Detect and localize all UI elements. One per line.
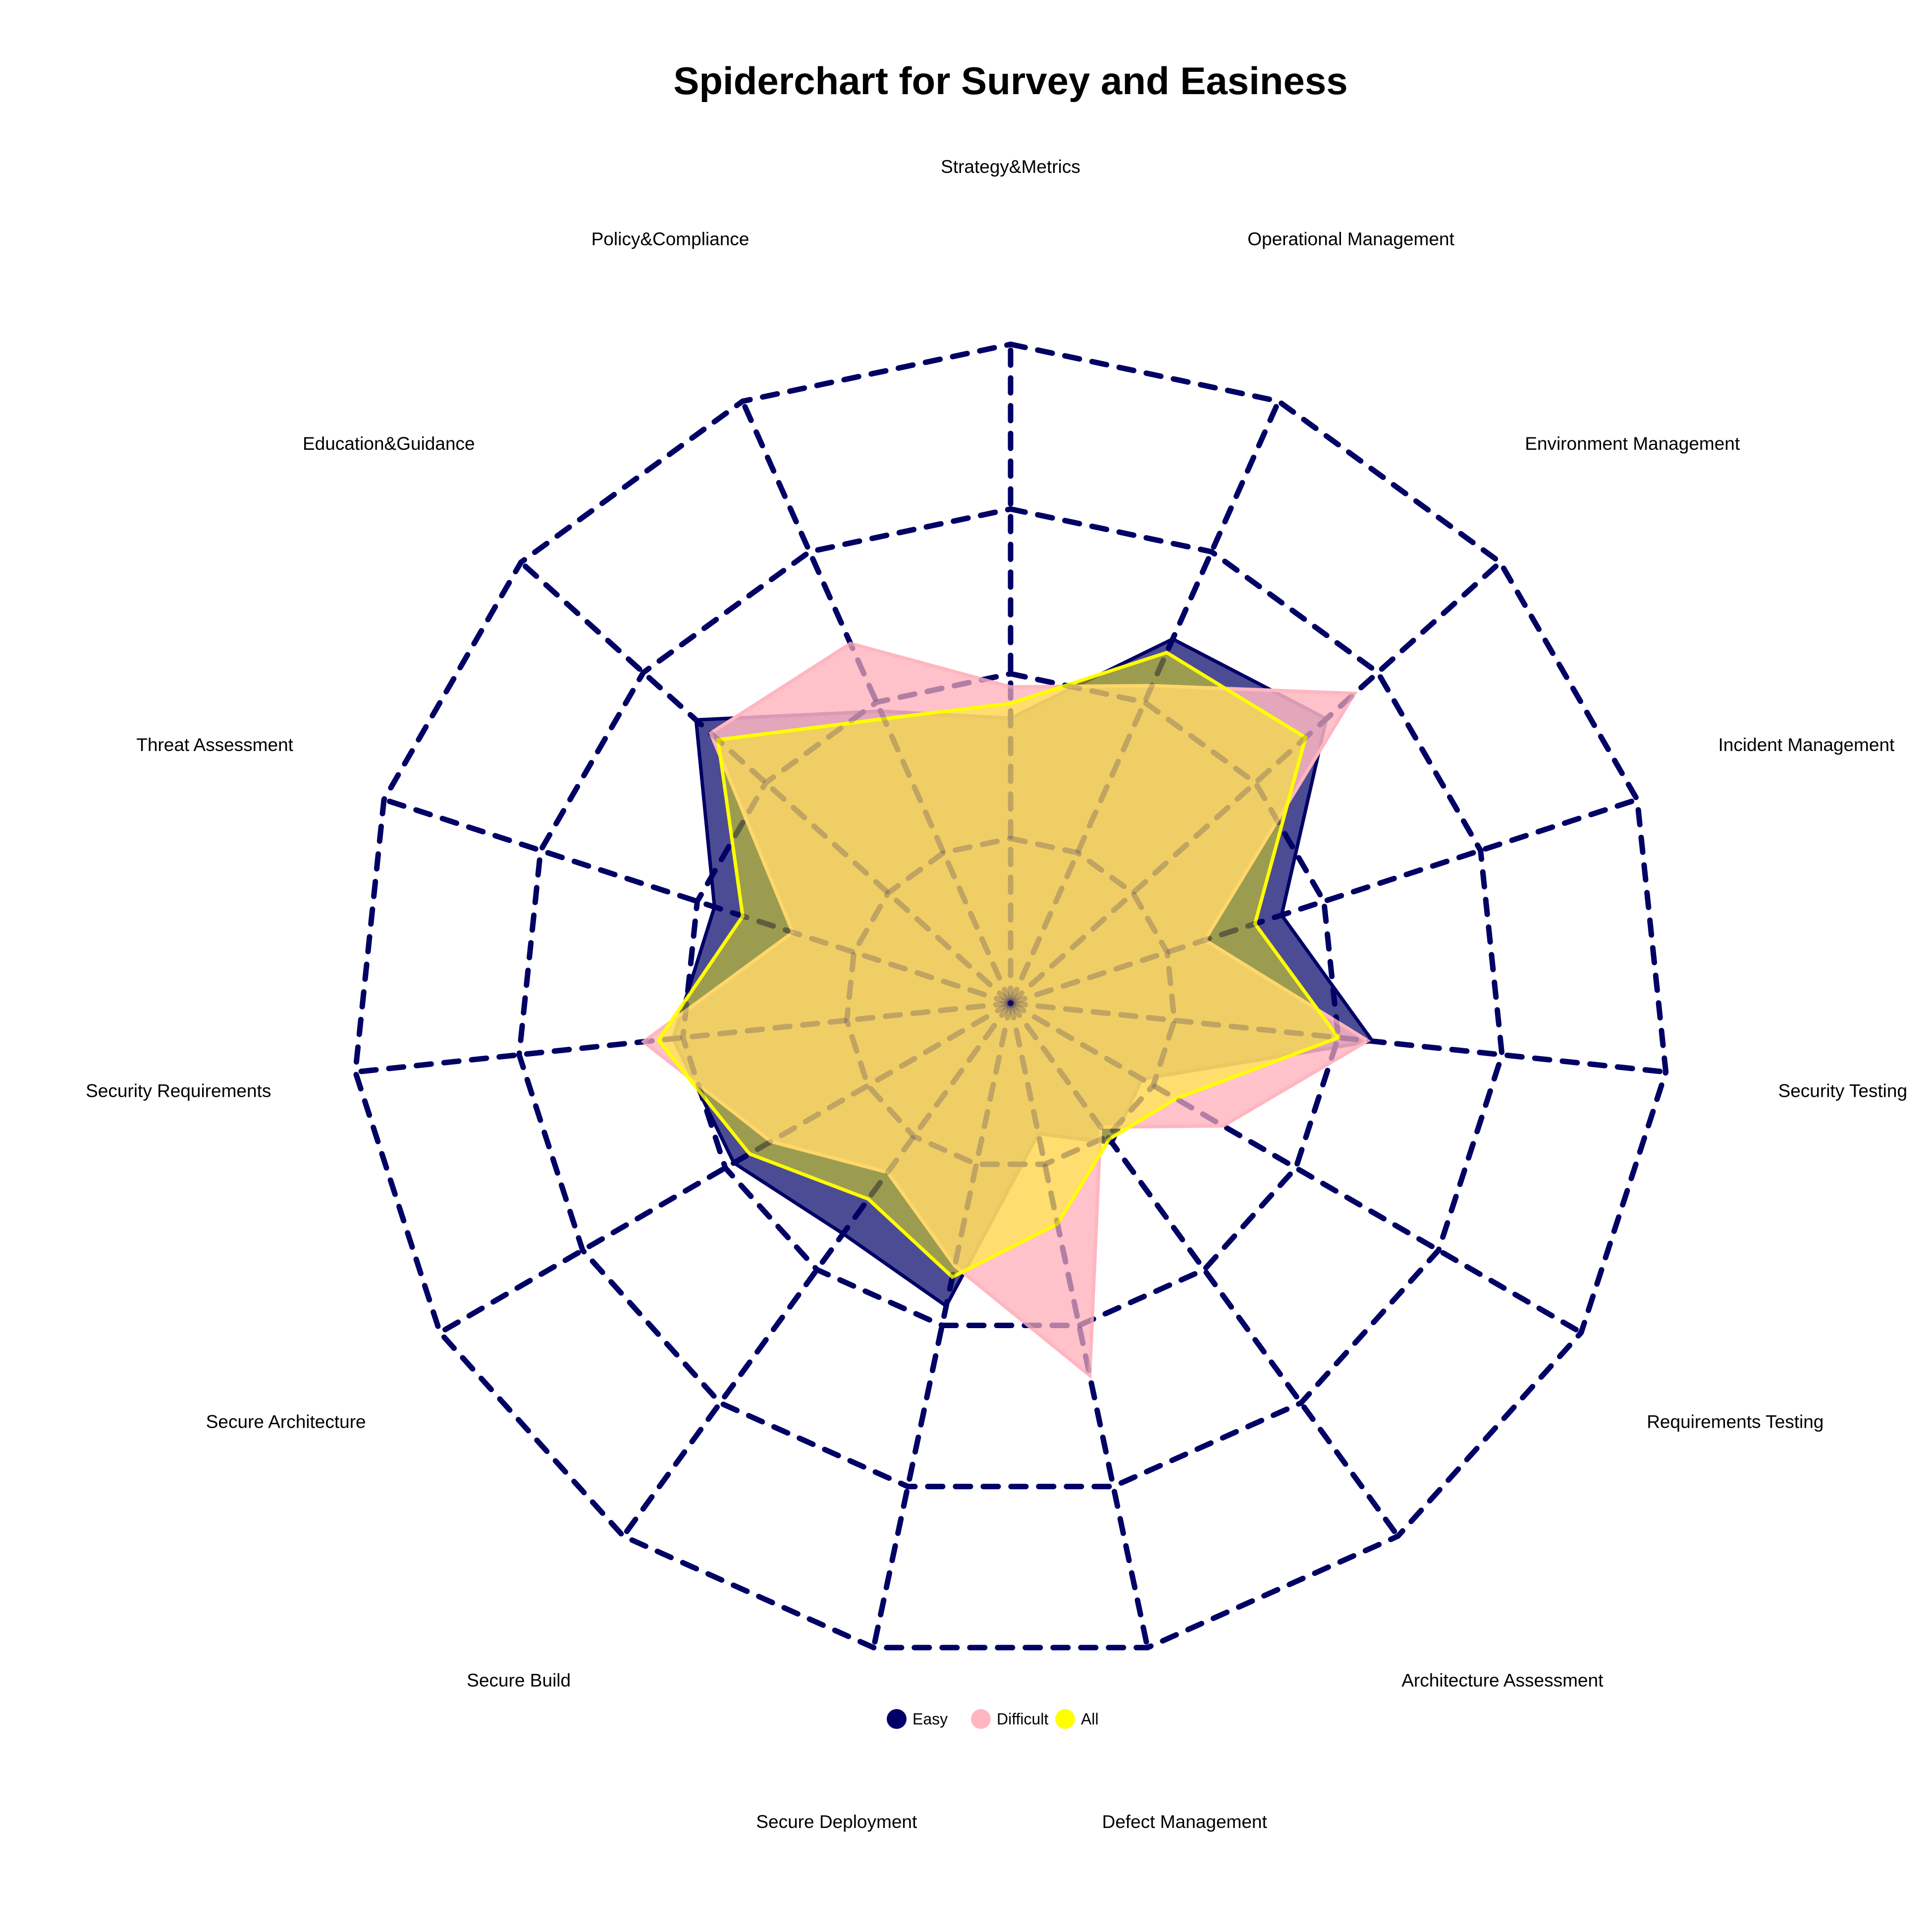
series-all [656,650,1341,1280]
grid-spoke-overlay-6 [1008,1000,1584,1336]
series-difficult [641,642,1371,1379]
axis-label: Environment Management [1525,433,1740,454]
chart-title: Spiderchart for Survey and Easiness [673,59,1347,103]
legend-label-difficult: Difficult [997,1710,1048,1728]
axis-label: Threat Assessment [136,735,293,755]
grid-spoke-overlay-9 [871,1000,1014,1651]
axis-label: Requirements Testing [1647,1412,1824,1432]
axis-label: Secure Build [467,1670,571,1691]
grid-spoke-overlay-7 [1008,1000,1401,1539]
axis-label: Secure Architecture [206,1412,366,1432]
grid-ring-overlay-1 [844,835,1178,1167]
axis-label: Strategy&Metrics [941,157,1080,177]
grid-spoke-overlay-12 [352,1000,1014,1075]
grid-spoke-overlay-4 [1008,797,1640,1006]
axis-label: Defect Management [1102,1812,1268,1832]
axis-label: Incident Management [1718,735,1895,755]
legend-marker-easy [887,1709,907,1729]
legend-label-easy: Easy [912,1710,948,1728]
legend-marker-difficult [971,1709,991,1729]
legend: Easy Difficult All [887,1709,1099,1729]
grid-spoke-overlay-13 [381,797,1014,1006]
grid-spoke-overlay-5 [1008,1000,1669,1075]
axis-label: Security Requirements [86,1081,271,1101]
axis-label: Operational Management [1247,229,1454,249]
grid-spoke-overlay-3 [1008,559,1503,1006]
grid-ring-overlay-3 [516,506,1505,1490]
axis-label: Secure Deployment [756,1812,917,1832]
legend-label-all: All [1081,1710,1099,1728]
grid-spoke-overlay-10 [620,1000,1014,1539]
grid-spoke-overlay-8 [1008,1000,1150,1651]
legend-marker-all [1055,1709,1075,1729]
grid-ring-3 [516,506,1505,1490]
axis-label: Education&Guidance [303,433,475,454]
grid-spoke-overlay-14 [518,559,1014,1006]
grid-spoke-overlay-15 [740,398,1014,1006]
axis-label: Architecture Assessment [1401,1670,1604,1691]
axis-label: Policy&Compliance [591,229,750,249]
grid-spoke-overlay-11 [437,1000,1014,1336]
grid-ring-overlay-2 [680,671,1341,1328]
grid-ring-4 [352,341,1669,1651]
radar-series [352,341,1669,1651]
grid-spoke-overlay-2 [1008,398,1282,1006]
grid-ring-overlay-4 [352,341,1669,1651]
axis-label: Security Testing [1778,1081,1908,1101]
